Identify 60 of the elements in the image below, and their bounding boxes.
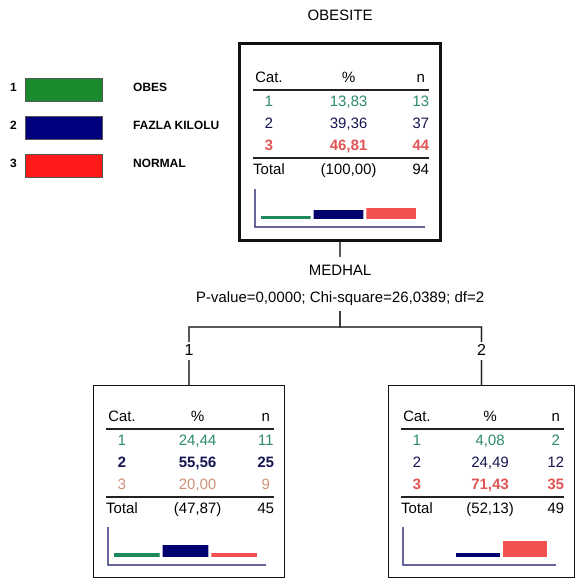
edge-label: 1: [182, 342, 196, 360]
column-header: Cat.: [108, 407, 136, 427]
table-cell-text: 4,08: [474, 431, 506, 451]
table-cell-text: 20,00: [178, 475, 218, 495]
column-header: Cat.: [255, 68, 283, 88]
variable-name: MEDHAL: [308, 261, 372, 281]
total-cell-text: 45: [257, 499, 274, 519]
table-cell-text: 55,56: [178, 453, 218, 473]
table-cell-text: 46,81: [328, 136, 368, 156]
legend-text: FAZLA KILOLU: [133, 118, 220, 132]
table-cell-text: 9: [261, 475, 270, 495]
table-cell-text: 37: [412, 114, 429, 134]
table-cell-text: 24,44: [178, 431, 218, 451]
table-cell-text: 3: [118, 475, 126, 495]
legend-number: 1: [10, 80, 17, 94]
total-cell-text: (52,13): [465, 499, 515, 519]
table-cell-text: 3: [412, 475, 422, 495]
legend-text: NORMAL: [133, 156, 186, 170]
column-header: Cat.: [403, 407, 431, 427]
column-header: %: [190, 407, 206, 427]
column-header: n: [416, 68, 425, 88]
total-cell-text: (100,00): [320, 160, 378, 180]
tree-node-box: [388, 385, 575, 578]
table-cell-text: 35: [547, 475, 564, 495]
column-header: %: [482, 407, 498, 427]
table-cell-text: 13: [412, 92, 429, 112]
legend-text: OBES: [133, 80, 168, 94]
table-cell-text: 2: [412, 453, 422, 473]
edge-label: 2: [475, 342, 488, 360]
table-cell-text: 25: [257, 453, 274, 473]
column-header: n: [551, 407, 560, 427]
table-cell-text: 2: [551, 431, 560, 451]
total-cell-text: (47,87): [172, 499, 222, 519]
table-cell-text: 2: [118, 453, 126, 473]
table-cell-text: 1: [412, 431, 422, 451]
legend-number: 2: [10, 118, 17, 132]
test-statistics: P-value=0,0000; Chi-square=26,0389; df=2: [194, 288, 486, 308]
connector-line: [339, 242, 341, 257]
legend-number: 3: [10, 156, 17, 170]
table-cell-text: 44: [412, 136, 429, 156]
total-cell-text: Total: [401, 499, 433, 519]
table-cell-text: 2: [264, 114, 274, 134]
table-cell-text: 1: [118, 431, 126, 451]
total-cell-text: 49: [547, 499, 564, 519]
table-cell-text: 39,36: [328, 114, 368, 134]
total-cell-text: 94: [412, 160, 429, 180]
table-cell-text: 24,49: [470, 453, 510, 473]
table-cell-text: 13,83: [328, 92, 368, 112]
node-heading: OBESITE: [307, 7, 373, 24]
column-header: n: [261, 407, 270, 427]
connector-line: [339, 311, 482, 385]
column-header: %: [340, 68, 356, 88]
table-cell-text: 12: [547, 453, 564, 473]
table-cell-text: 71,43: [470, 475, 510, 495]
table-cell-text: 3: [264, 136, 274, 156]
table-cell-text: 1: [264, 92, 274, 112]
tree-node-box: [93, 385, 285, 578]
table-cell-text: 11: [258, 431, 274, 451]
total-cell-text: Total: [253, 160, 285, 180]
total-cell-text: Total: [106, 499, 138, 519]
